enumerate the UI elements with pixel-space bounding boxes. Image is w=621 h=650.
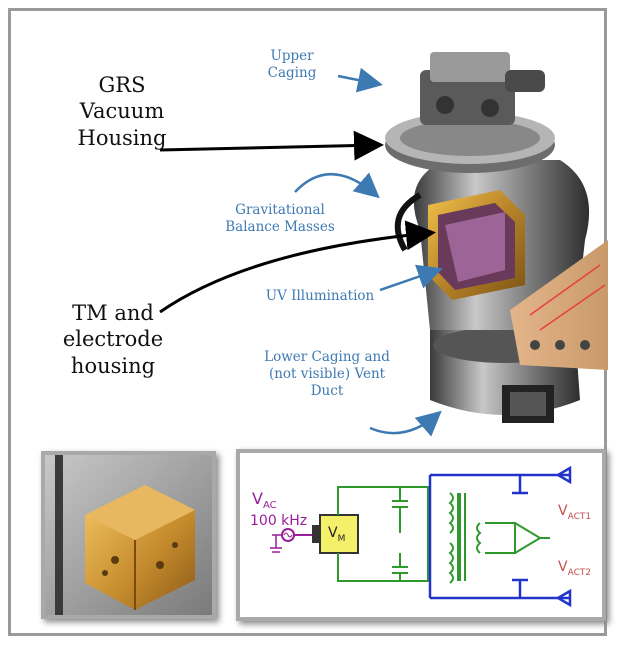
arrow-tm — [159, 220, 436, 314]
arrow-uv — [379, 264, 443, 292]
arrow-upper-caging — [337, 67, 383, 93]
label-vac: VAC — [252, 489, 277, 512]
label-vact2: VACT2 — [558, 559, 592, 578]
electrode-housing-photo — [41, 451, 216, 619]
label-frequency: 100 kHz — [250, 513, 308, 529]
label-vact1: VACT1 — [558, 503, 592, 522]
photo-image — [45, 455, 212, 615]
electrode-housing-cube — [428, 190, 525, 300]
label-vm: VM — [328, 525, 346, 544]
label-gravitational-balance-masses: Gravitational Balance Masses — [225, 202, 335, 235]
transformer — [448, 492, 482, 584]
label-uv-illumination: UV Illumination — [265, 288, 375, 304]
label-grs-vacuum-housing: GRS Vacuum Housing — [77, 73, 167, 150]
sensing-circuit-diagram: VAC 100 kHz VM VACT1 VACT2 — [236, 449, 606, 621]
cable — [394, 192, 422, 252]
optical-bench — [510, 240, 608, 370]
arrow-grs — [159, 130, 384, 161]
label-upper-caging: Upper Caging — [267, 48, 317, 81]
arrow-gravitational — [294, 172, 380, 199]
green-network — [337, 486, 550, 582]
upper-caging-mechanism — [420, 52, 545, 125]
blue-network — [428, 465, 572, 608]
label-tm-electrode-housing: TM and electrode housing — [62, 301, 164, 378]
circuit-schematic — [270, 465, 572, 608]
label-lower-caging: Lower Caging and (not visible) Vent Duct — [264, 349, 390, 399]
arrow-lower-caging — [369, 410, 442, 437]
